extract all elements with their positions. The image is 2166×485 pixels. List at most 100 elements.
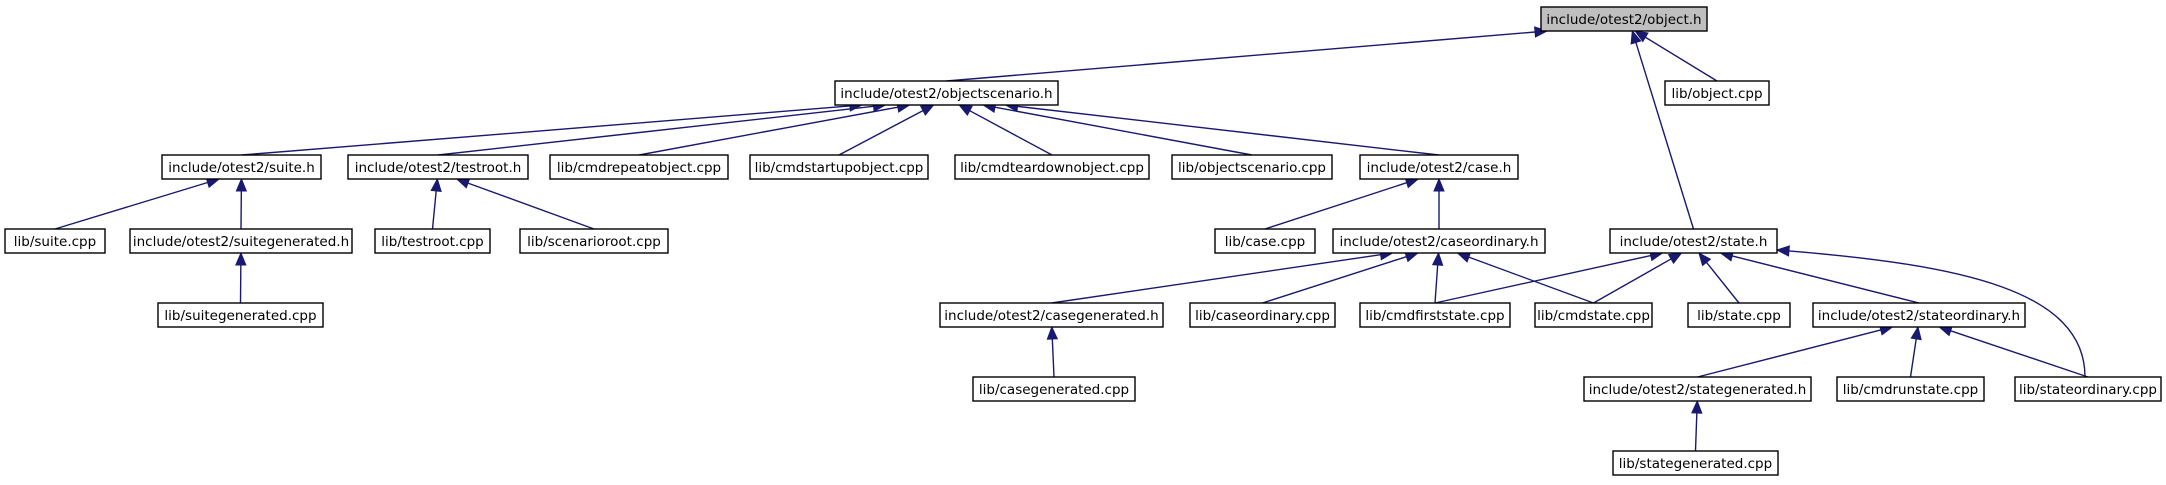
node-suitegenerated-cpp[interactable]: lib/suitegenerated.cpp: [157, 302, 324, 328]
arrowhead-icon: [235, 251, 247, 266]
node-label: lib/caseordinary.cpp: [1195, 308, 1330, 324]
node-label: lib/state.cpp: [1697, 308, 1781, 324]
arrowhead-icon: [919, 104, 935, 116]
node-label: lib/casegenerated.cpp: [979, 382, 1129, 398]
edge-cmdteardownobject_cpp-to-objectscenario_h: [958, 104, 1053, 156]
node-box: [749, 154, 929, 180]
edge-state_cpp-to-state_h: [1698, 251, 1740, 304]
node-state-cpp[interactable]: lib/state.cpp: [1687, 302, 1791, 328]
arrowhead-icon: [1456, 251, 1472, 263]
node-label: lib/cmdrepeatobject.cpp: [557, 160, 721, 176]
node-box: [161, 154, 322, 180]
node-cmdrunstate-cpp[interactable]: lib/cmdrunstate.cpp: [1836, 376, 1985, 402]
node-state-h[interactable]: include/otest2/state.h: [1609, 228, 1778, 254]
edge-testroot_cpp-to-testroot_h: [430, 177, 442, 230]
node-box: [972, 376, 1136, 402]
node-box: [1664, 80, 1770, 106]
node-label: include/otest2/casegenerated.h: [944, 308, 1158, 324]
node-label: lib/case.cpp: [1225, 234, 1306, 250]
node-label: lib/objectscenario.cpp: [1178, 160, 1326, 176]
node-cmdrepeatobject-cpp[interactable]: lib/cmdrepeatobject.cpp: [549, 154, 729, 180]
edge-cmdfirststate_cpp-to-state_h: [1434, 250, 1664, 304]
node-label: include/otest2/state.h: [1620, 234, 1768, 250]
edge-suite_cpp-to-suite_h: [54, 177, 221, 230]
node-suite-cpp[interactable]: lib/suite.cpp: [4, 228, 106, 254]
node-box: [1540, 6, 1708, 32]
node-label: lib/cmdteardownobject.cpp: [960, 160, 1144, 176]
edges-layer: [54, 26, 2089, 452]
node-box: [4, 228, 106, 254]
edge-objectscenario_h-to-object_h: [946, 26, 1549, 82]
arrowhead-icon: [430, 177, 442, 192]
node-label: lib/cmdfirststate.cpp: [1365, 308, 1504, 324]
node-objectscenario-cpp[interactable]: lib/objectscenario.cpp: [1171, 154, 1333, 180]
node-box: [129, 228, 353, 254]
node-scenarioroot-cpp[interactable]: lib/scenarioroot.cpp: [519, 228, 669, 254]
edge-cmdstate_cpp-to-state_h: [1593, 252, 1683, 304]
edge-stategenerated_h-to-stateordinary_h: [1697, 324, 1894, 378]
node-suitegenerated-h[interactable]: include/otest2/suitegenerated.h: [129, 228, 353, 254]
arrowhead-icon: [455, 177, 471, 189]
node-caseordinary-cpp[interactable]: lib/caseordinary.cpp: [1189, 302, 1336, 328]
node-box: [1812, 302, 2026, 328]
node-box: [954, 154, 1150, 180]
node-label: lib/cmdstartupobject.cpp: [755, 160, 924, 176]
node-box: [1332, 228, 1546, 254]
edge-object_cpp-to-object_h: [1634, 30, 1718, 82]
node-box: [549, 154, 729, 180]
edge-cmdrunstate_cpp-to-stateordinary_h: [1909, 325, 1922, 378]
node-case-cpp[interactable]: lib/case.cpp: [1214, 228, 1316, 254]
node-casegenerated-cpp[interactable]: lib/casegenerated.cpp: [972, 376, 1136, 402]
node-label: lib/stategenerated.cpp: [1619, 456, 1772, 472]
edge-casegenerated_h-to-caseordinary_h: [1051, 249, 1394, 304]
edge-stateordinary_cpp-to-stateordinary_h: [1938, 325, 2089, 378]
node-box: [519, 228, 669, 254]
edge-stategenerated_cpp-to-stategenerated_h: [1691, 399, 1703, 452]
node-label: include/otest2/objectscenario.h: [840, 86, 1052, 102]
node-suite-h[interactable]: include/otest2/suite.h: [161, 154, 322, 180]
node-stateordinary-cpp[interactable]: lib/stateordinary.cpp: [2014, 376, 2162, 402]
node-box: [834, 80, 1059, 106]
nodes-layer: include/otest2/object.h include/otest2/ob…: [4, 6, 2162, 476]
node-cmdstate-cpp[interactable]: lib/cmdstate.cpp: [1534, 302, 1653, 328]
node-label: include/otest2/suitegenerated.h: [133, 234, 349, 250]
arrowhead-icon: [1046, 325, 1059, 340]
node-box: [1609, 228, 1778, 254]
node-casegenerated-h[interactable]: include/otest2/casegenerated.h: [939, 302, 1164, 328]
edge-stateordinary_h-to-state_h: [1719, 250, 1920, 304]
arrowhead-icon: [1667, 252, 1683, 265]
node-label: include/otest2/stateordinary.h: [1818, 308, 2020, 324]
node-stateordinary-h[interactable]: include/otest2/stateordinary.h: [1812, 302, 2026, 328]
edge-case_cpp-to-case_h: [1264, 177, 1420, 230]
node-label: include/otest2/object.h: [1546, 12, 1701, 28]
node-box: [1687, 302, 1791, 328]
arrowhead-icon: [1431, 251, 1444, 266]
node-case-h[interactable]: include/otest2/case.h: [1359, 154, 1519, 180]
node-label: include/otest2/testroot.h: [355, 160, 522, 176]
node-objectscenario-h[interactable]: include/otest2/objectscenario.h: [834, 80, 1059, 106]
node-cmdfirststate-cpp[interactable]: lib/cmdfirststate.cpp: [1359, 302, 1511, 328]
node-caseordinary-h[interactable]: include/otest2/caseordinary.h: [1332, 228, 1546, 254]
node-box: [1534, 302, 1653, 328]
node-stategenerated-h[interactable]: include/otest2/stategenerated.h: [1583, 376, 1812, 402]
arrowhead-icon: [958, 104, 973, 116]
node-cmdteardownobject-cpp[interactable]: lib/cmdteardownobject.cpp: [954, 154, 1150, 180]
node-label: include/otest2/stategenerated.h: [1589, 382, 1807, 398]
node-box: [1612, 450, 1779, 476]
node-cmdstartupobject-cpp[interactable]: lib/cmdstartupobject.cpp: [749, 154, 929, 180]
node-object-cpp[interactable]: lib/object.cpp: [1664, 80, 1770, 106]
edge-cmdstate_cpp-to-caseordinary_h: [1456, 251, 1594, 304]
node-label: include/otest2/case.h: [1367, 160, 1512, 176]
arrowhead-icon: [1634, 30, 1649, 43]
edge-casegenerated_cpp-to-casegenerated_h: [1046, 325, 1059, 378]
arrowhead-icon: [1698, 251, 1712, 267]
edge-suitegenerated_cpp-to-suitegenerated_h: [235, 251, 247, 304]
node-stategenerated-cpp[interactable]: lib/stategenerated.cpp: [1612, 450, 1779, 476]
node-label: lib/cmdstate.cpp: [1537, 308, 1650, 324]
node-testroot-cpp[interactable]: lib/testroot.cpp: [374, 228, 491, 254]
node-testroot-h[interactable]: include/otest2/testroot.h: [347, 154, 529, 180]
edge-testroot_h-to-objectscenario_h: [437, 100, 887, 156]
edge-stateordinary_cpp-to-state_h: [1775, 245, 2086, 378]
node-box: [157, 302, 324, 328]
node-label: lib/testroot.cpp: [381, 234, 483, 250]
